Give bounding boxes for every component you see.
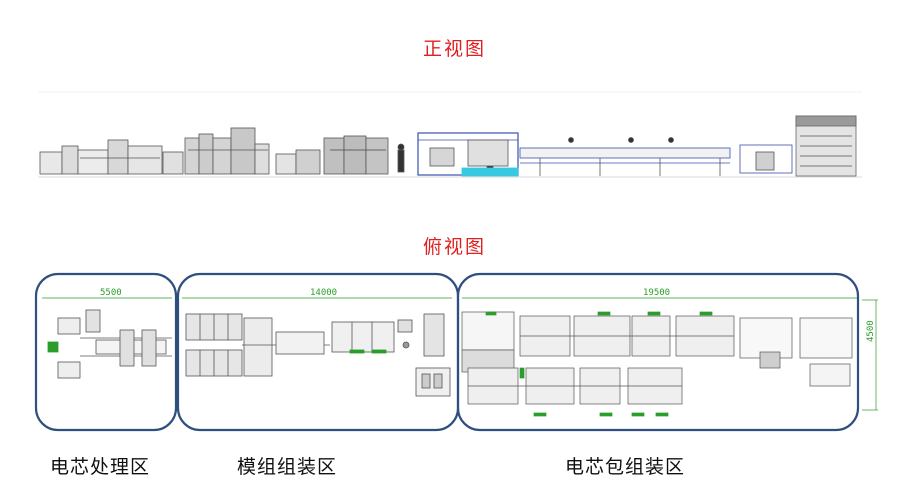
front-view-title: 正视图: [423, 38, 487, 60]
top-view-drawing: [34, 272, 878, 432]
zone-pack-assembly-border: [456, 272, 860, 432]
top-view-title: 俯视图: [423, 236, 487, 258]
front-pack-assembly-frame: [417, 132, 519, 177]
front-end-station: [739, 144, 793, 174]
zone-boundaries: [34, 272, 860, 432]
top-pack-assembly-machines: [461, 311, 853, 417]
front-cell-processing-machines: [39, 139, 184, 175]
dimension-lines: [42, 297, 878, 411]
zone-label-cell-processing: 电芯处理区: [50, 456, 151, 478]
zone-2-dimension: 14000: [310, 288, 338, 298]
zone-3-dimension: 19500: [643, 288, 671, 298]
top-cell-processing-machines: [47, 309, 172, 379]
height-dimension: 4500: [866, 320, 876, 342]
zone-label-pack-assembly: 电芯包组装区: [565, 456, 686, 478]
zone-1-dimension: 5500: [100, 288, 122, 298]
zone-cell-processing-border: [34, 272, 178, 432]
front-pack-conveyor: [519, 137, 731, 176]
top-module-assembly-machines: [185, 313, 451, 397]
front-module-assembly-machines: [184, 127, 389, 175]
front-storage-rack: [795, 115, 857, 177]
zone-label-module-assembly: 模组组装区: [237, 456, 338, 478]
front-view-drawing: [38, 91, 862, 178]
